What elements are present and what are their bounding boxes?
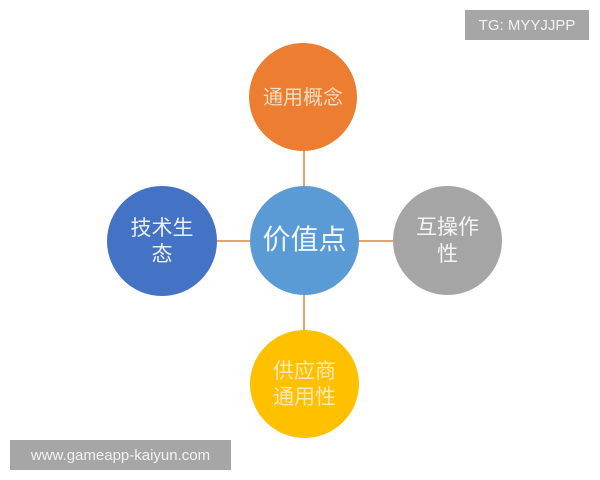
node-interoperability: 互操作性 <box>393 186 502 295</box>
node-general-concept: 通用概念 <box>249 43 357 151</box>
node-vendor-generality-label: 供应商通用性 <box>273 358 336 409</box>
node-interoperability-label: 互操作性 <box>416 215 479 266</box>
node-vendor-generality: 供应商通用性 <box>250 330 359 438</box>
node-tech-ecosystem: 技术生态 <box>107 186 217 296</box>
node-tech-ecosystem-label: 技术生态 <box>130 215 194 266</box>
node-value-point-label: 价值点 <box>262 223 347 257</box>
node-general-concept-label: 通用概念 <box>263 84 343 109</box>
connector-top <box>303 150 305 187</box>
connector-bottom <box>303 294 305 331</box>
watermark-telegram: TG: MYYJJPP <box>465 10 589 40</box>
watermark-url: www.gameapp-kaiyun.com <box>10 440 231 470</box>
node-value-point: 价值点 <box>250 186 359 295</box>
connector-left <box>216 240 251 242</box>
connector-right <box>358 240 394 242</box>
